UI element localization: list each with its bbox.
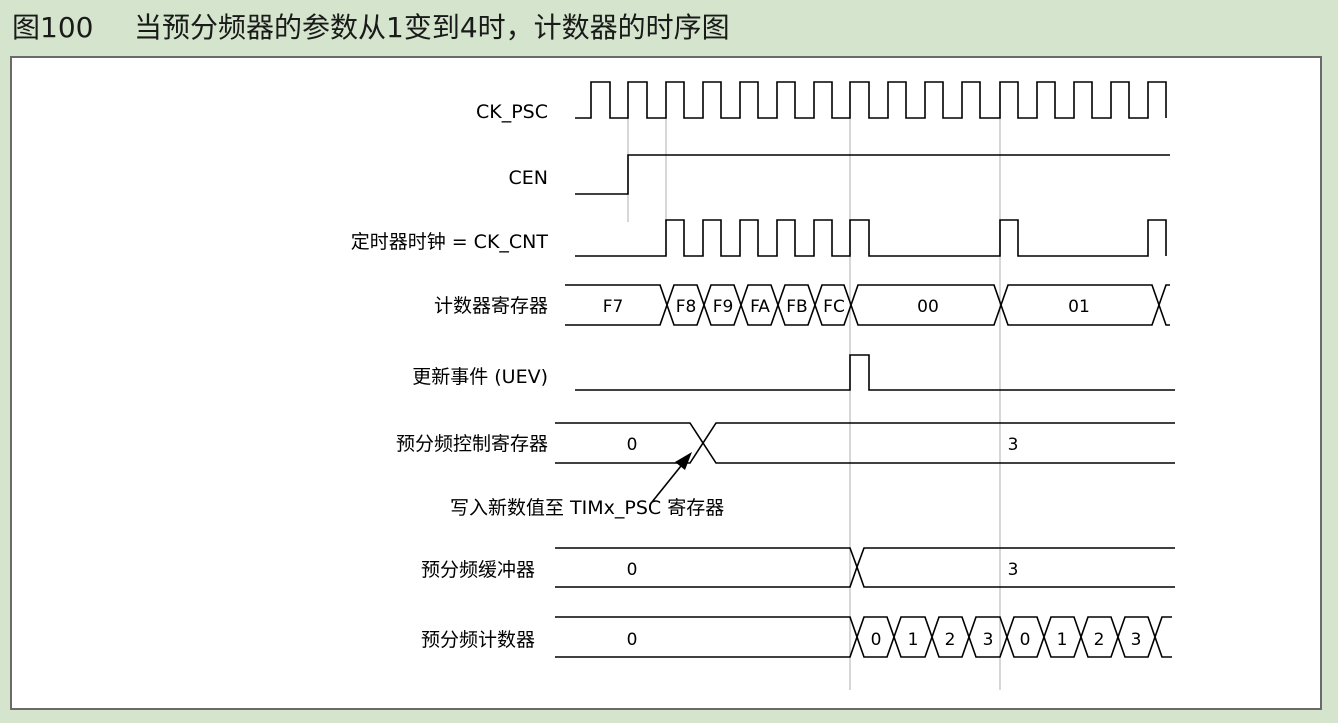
figure-caption: 图100 当预分频器的参数从1变到4时，计数器的时序图 <box>12 8 730 48</box>
prescaler-counter-value-b0: 0 <box>1020 630 1031 650</box>
counter-value-f9: F9 <box>713 297 734 317</box>
figure-number: 图100 <box>12 11 94 44</box>
prescaler-counter-value-a2: 2 <box>945 630 956 650</box>
bus-prescaler-counter <box>555 616 1172 658</box>
label-uev: 更新事件 (UEV) <box>412 366 548 388</box>
counter-value-01: 01 <box>1068 297 1090 317</box>
prescaler-counter-value-a1: 1 <box>908 630 919 650</box>
label-ck-cnt: 定时器时钟 = CK_CNT <box>351 231 549 253</box>
label-cen: CEN <box>509 167 548 189</box>
counter-value-fb: FB <box>786 297 807 317</box>
prescaler-control-value-0: 0 <box>627 435 638 455</box>
annotation-arrow-head <box>675 452 692 470</box>
bus-counter-register <box>565 284 1170 326</box>
prescaler-counter-value-a0: 0 <box>871 630 882 650</box>
prescaler-buffer-value-0: 0 <box>627 560 638 580</box>
counter-value-fc: FC <box>823 297 845 317</box>
counter-value-f8: F8 <box>676 297 697 317</box>
label-prescaler-buffer: 预分频缓冲器 <box>421 559 535 581</box>
prescaler-counter-value-a3: 3 <box>983 630 994 650</box>
wave-cen <box>575 154 1170 195</box>
prescaler-counter-value-b2: 2 <box>1094 630 1105 650</box>
prescaler-control-value-3: 3 <box>1008 435 1019 455</box>
figure-title: 当预分频器的参数从1变到4时，计数器的时序图 <box>134 11 730 44</box>
wave-ck-psc <box>575 81 1167 119</box>
counter-value-fa: FA <box>750 297 770 317</box>
bus-prescaler-buffer <box>555 547 1175 588</box>
prescaler-counter-value-initial: 0 <box>627 630 638 650</box>
prescaler-counter-value-b1: 1 <box>1057 630 1068 650</box>
label-ck-psc: CK_PSC <box>476 101 548 123</box>
prescaler-counter-value-b3: 3 <box>1131 630 1142 650</box>
prescaler-buffer-value-3: 3 <box>1008 560 1019 580</box>
counter-value-f7: F7 <box>603 297 624 317</box>
wave-uev <box>575 354 1175 391</box>
label-prescaler-counter: 预分频计数器 <box>421 629 535 651</box>
label-prescaler-control: 预分频控制寄存器 <box>396 433 548 455</box>
annotation-text: 写入新数值至 TIMx_PSC 寄存器 <box>450 497 724 519</box>
bus-prescaler-control <box>555 422 1175 464</box>
wave-ck-cnt <box>575 219 1167 257</box>
counter-value-00: 00 <box>917 297 939 317</box>
label-counter-register: 计数器寄存器 <box>434 295 548 317</box>
